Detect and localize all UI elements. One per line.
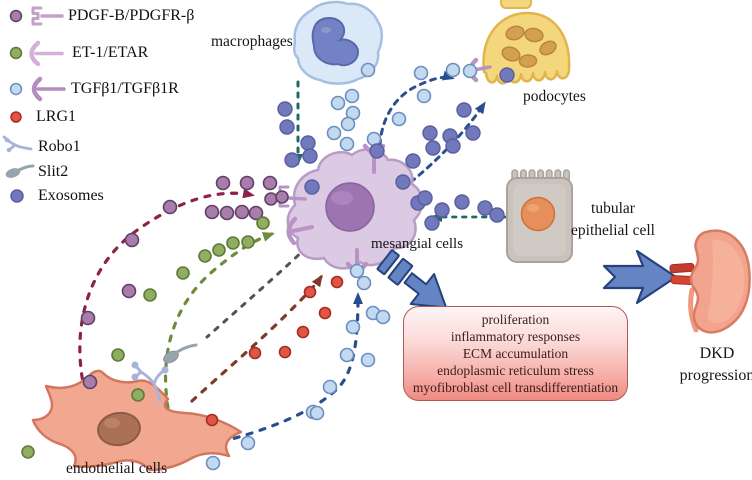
legend-label-pdgf: PDGF-B/PDGFR-β <box>68 7 195 24</box>
effects-line: endoplasmic reticulum stress <box>437 363 594 378</box>
lrg1-signal-path <box>190 274 323 403</box>
legend-label-exosomes: Exosomes <box>38 187 104 204</box>
tubular-epithelial-cell <box>506 169 573 263</box>
tgfb1-dots <box>205 62 478 471</box>
et1-signal-path <box>163 232 275 410</box>
lrg1-dot-icon <box>10 111 22 123</box>
effects-line: inflammatory responses <box>450 329 581 344</box>
slit2-ligand <box>163 343 198 364</box>
arrow-box-to-kidney <box>602 249 678 305</box>
slit2-signal-path <box>205 245 309 339</box>
mesangial-nucleus <box>325 182 375 232</box>
etar-receptor-icon <box>29 40 64 67</box>
effects-line: myofibroblast cell transdifferentiation <box>412 380 619 395</box>
legend-label-slit2: Slit2 <box>38 163 69 180</box>
slit2-icon <box>5 164 35 178</box>
tubular-nucleus <box>520 196 556 232</box>
effects-box: proliferation inflammatory responses ECM… <box>403 306 628 401</box>
podocytes-label: podocytes <box>523 88 586 105</box>
lrg1-dots <box>205 275 344 427</box>
dkd-progression-label: DKD progression <box>679 345 752 384</box>
mesangial-label: mesangial cells <box>371 236 464 252</box>
legend-label-robo1: Robo1 <box>38 138 81 155</box>
robo1-icon <box>2 135 33 153</box>
legend-icons <box>2 6 66 203</box>
et1-dots <box>21 216 270 459</box>
pdgf-dots <box>80 175 289 390</box>
macrophages-label: macrophages <box>211 33 293 50</box>
macrophage-cell <box>292 0 383 85</box>
et1-dot-icon <box>9 46 23 60</box>
tgfb1-dot-icon <box>9 82 23 96</box>
exosome-dot-icon <box>10 189 24 203</box>
tgfb1r-receptor-icon <box>31 76 66 102</box>
effects-line: proliferation <box>481 312 550 327</box>
podocyte-cell <box>482 0 571 85</box>
endothelial-cell <box>31 343 243 472</box>
endothelial-label: endothelial cells <box>66 460 168 477</box>
kidney-icon <box>669 229 751 334</box>
legend-label-tgfb1: TGFβ1/TGFβ1R <box>71 80 179 97</box>
mesangial-to-podocyte-exosome-arrow <box>400 101 486 191</box>
robo1-receptor <box>131 361 169 403</box>
legend-label-et1: ET-1/ETAR <box>72 44 149 61</box>
tubular-label: tubular epithelial cell <box>571 200 655 239</box>
arrow-mesangial-to-box <box>376 249 448 309</box>
pdgf-signal-path <box>78 188 255 394</box>
legend-label-lrg1: LRG1 <box>36 108 76 125</box>
pdgf-dot-icon <box>9 9 23 23</box>
podocyte-granules <box>501 25 557 68</box>
mesangial-to-podocyte-receptor-arrow <box>378 70 455 169</box>
pdgfr-receptor-icon <box>31 6 64 26</box>
effects-line: ECM accumulation <box>462 346 569 361</box>
mesangial-cell <box>286 148 424 270</box>
exosome-dots <box>277 67 515 231</box>
